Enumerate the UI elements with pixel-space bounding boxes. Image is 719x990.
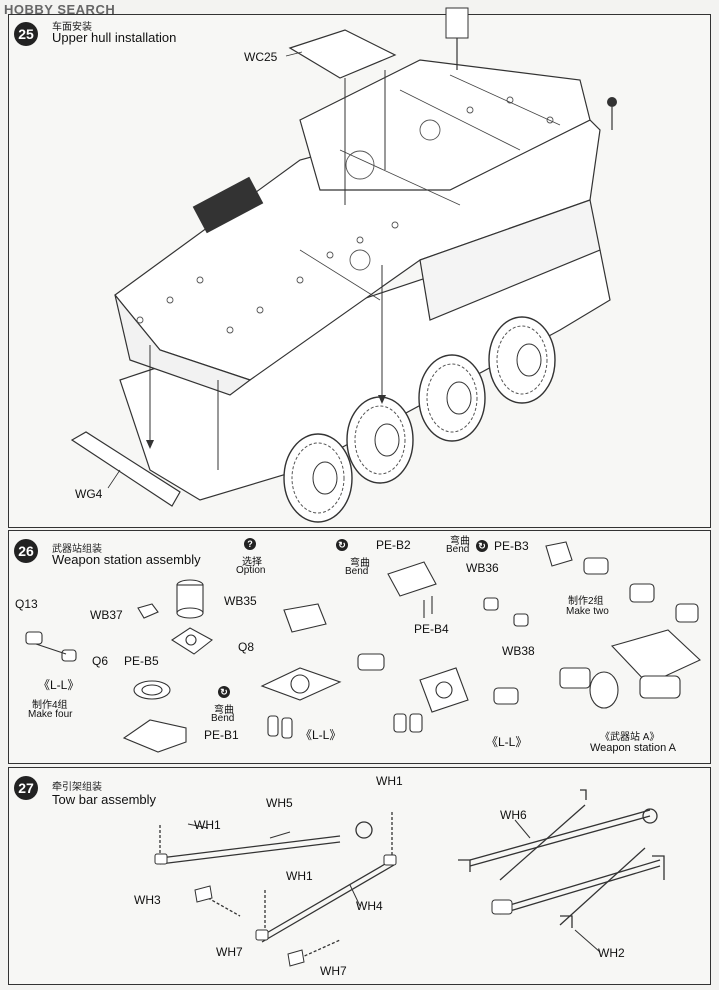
watermark-text: HOBBY SEARCH <box>4 2 116 17</box>
label-make-two: Make two <box>566 606 609 617</box>
label-ll-3: 《L-L》 <box>486 735 528 749</box>
bend-icon-2: ↻ <box>336 539 348 551</box>
step-27-panel <box>8 767 711 985</box>
label-q8: Q8 <box>238 640 255 654</box>
step-27-title-cn: 牵引架组装 <box>52 782 102 793</box>
wg4-plate <box>70 431 181 507</box>
label-wb35: WB35 <box>224 594 257 608</box>
label-make-four-cn: 制作4组 <box>32 700 68 711</box>
label-bend-2-cn: 弯曲 <box>350 558 370 569</box>
label-bend-1: Bend <box>211 713 235 724</box>
step-27-number: 27 <box>14 776 38 800</box>
step-26-title-cn: 武器站组装 <box>52 544 102 555</box>
step-26-title: Weapon station assembly <box>52 552 201 567</box>
step-26-number: 26 <box>14 539 38 563</box>
label-make-two-cn: 制作2组 <box>568 596 604 607</box>
bend-icon-3: ↻ <box>476 540 488 552</box>
engine-grille <box>192 176 264 234</box>
bend-icon-1: ↻ <box>218 686 230 698</box>
label-wh1-c: WH1 <box>286 869 313 883</box>
label-ws-a: Weapon station A <box>590 742 677 754</box>
label-bend-2: Bend <box>345 566 369 577</box>
label-wh7-a: WH7 <box>216 945 243 959</box>
label-option: Option <box>236 565 266 576</box>
label-bend-3-cn: 弯曲 <box>450 536 470 547</box>
step-27-title: Tow bar assembly <box>52 792 157 807</box>
label-ll-1: 《L-L》 <box>38 678 80 692</box>
label-wb37: WB37 <box>90 608 123 622</box>
label-bend-1-cn: 弯曲 <box>214 705 234 716</box>
label-wc25: WC25 <box>244 50 278 64</box>
label-option-cn: 选择 <box>242 557 262 568</box>
label-wh1-a: WH1 <box>194 818 221 832</box>
label-ws-a-cn: 《武器站 A》 <box>600 732 660 743</box>
label-peb4: PE-B4 <box>414 622 449 636</box>
label-peb3: PE-B3 <box>494 539 529 553</box>
wc25-hatch <box>288 29 397 79</box>
label-wb38: WB38 <box>502 644 535 658</box>
label-peb2: PE-B2 <box>376 538 411 552</box>
label-wg4: WG4 <box>75 487 103 501</box>
label-wh3: WH3 <box>134 893 161 907</box>
label-q13: Q13 <box>15 597 38 611</box>
option-icon: ? <box>244 538 256 550</box>
label-wh7-b: WH7 <box>320 964 347 978</box>
label-wh5: WH5 <box>266 796 293 810</box>
label-wh4: WH4 <box>356 899 383 913</box>
label-ll-2: 《L-L》 <box>300 728 342 742</box>
step-25-title-cn: 车面安装 <box>52 22 92 33</box>
label-wh2: WH2 <box>598 946 625 960</box>
label-wh6: WH6 <box>500 808 527 822</box>
label-wh1-b: WH1 <box>376 774 403 788</box>
label-q6: Q6 <box>92 654 109 668</box>
step-25-number: 25 <box>14 22 38 46</box>
label-make-four: Make four <box>28 709 73 720</box>
label-wb36: WB36 <box>466 561 499 575</box>
label-bend-3: Bend <box>446 544 470 555</box>
label-peb5: PE-B5 <box>124 654 159 668</box>
label-peb1: PE-B1 <box>204 728 239 742</box>
step-25-title: Upper hull installation <box>52 30 177 45</box>
